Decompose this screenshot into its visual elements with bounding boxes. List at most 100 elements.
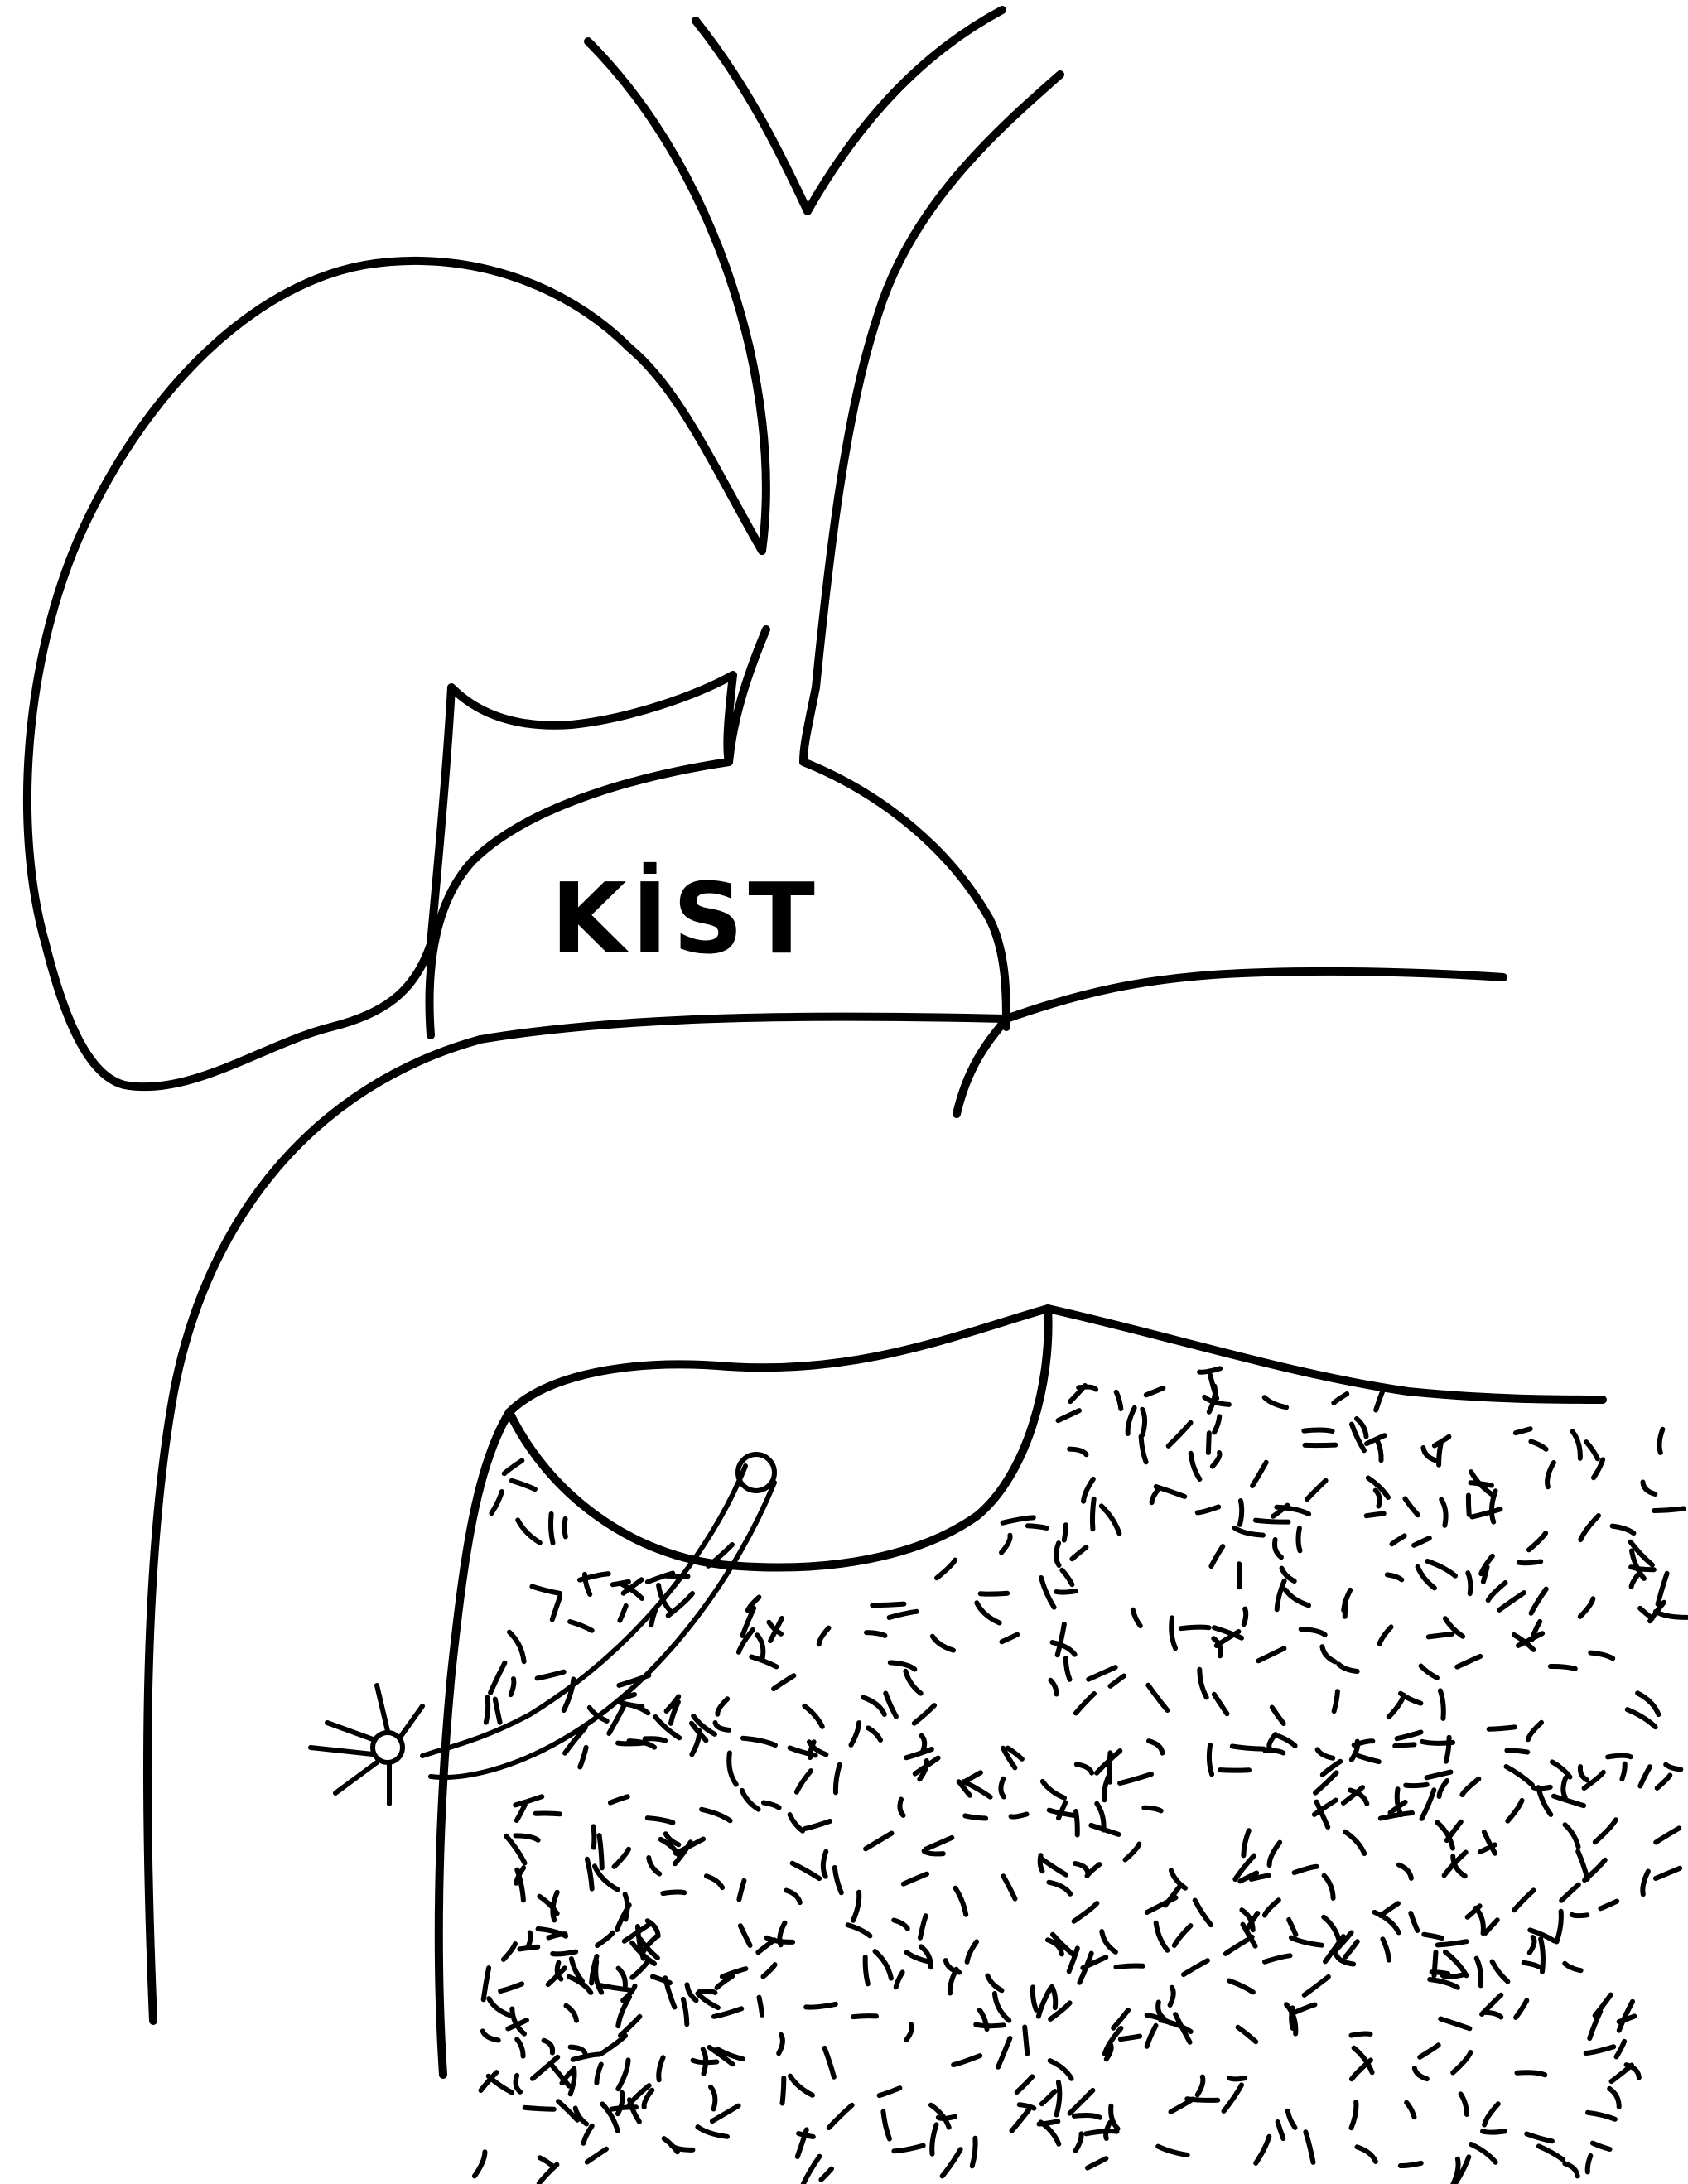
- hatch-stroke: [1040, 1855, 1043, 1871]
- hatch-stroke: [1461, 2094, 1467, 2114]
- hatch-stroke: [1088, 2158, 1106, 2167]
- hatch-stroke: [853, 2016, 876, 2017]
- hatch-stroke: [1003, 1876, 1015, 1898]
- hatch-stroke: [1285, 1590, 1309, 1606]
- hatch-stroke: [1220, 1770, 1249, 1771]
- hatch-stroke: [1148, 1685, 1167, 1710]
- hatch-stroke: [620, 2017, 639, 2036]
- hatch-stroke: [1531, 1442, 1546, 1449]
- hatch-stroke: [1418, 1567, 1435, 1589]
- hatch-stroke: [1109, 1753, 1110, 1781]
- hatch-stroke: [1658, 1574, 1667, 1604]
- hatch-stroke: [1288, 2111, 1295, 2128]
- hatch-stroke: [1211, 1546, 1223, 1566]
- hatch-stroke: [1593, 2143, 1610, 2149]
- hatch-stroke: [821, 2169, 832, 2180]
- hatch-stroke: [1352, 2034, 1371, 2036]
- hatch-stroke: [1056, 1543, 1059, 1565]
- hatch-stroke: [491, 1492, 502, 1513]
- hatch-stroke: [1484, 2104, 1498, 2124]
- hatch-stroke: [1588, 2156, 1591, 2172]
- hatch-stroke: [866, 1632, 885, 1636]
- hatch-stroke: [1600, 1902, 1617, 1909]
- hatch-stroke: [1526, 2134, 1552, 2142]
- hatch-stroke: [1059, 1410, 1080, 1420]
- hatch-stroke: [489, 1998, 510, 2016]
- hatch-stroke: [1266, 1751, 1284, 1753]
- hatch-stroke: [1381, 1813, 1412, 1819]
- hatch-stroke: [914, 1705, 934, 1724]
- hatch-stroke: [1049, 1883, 1070, 1894]
- hatch-stroke: [976, 2025, 1003, 2027]
- hatch-stroke: [1578, 1851, 1588, 1879]
- hatch-stroke: [484, 1968, 489, 1999]
- hatch-stroke: [1447, 1822, 1461, 1840]
- hatch-stroke: [896, 1972, 903, 1987]
- hatch-stroke: [1397, 1789, 1401, 1815]
- hatch-stroke: [757, 1635, 763, 1660]
- hatch-stroke: [1289, 1920, 1295, 1935]
- hatch-stroke: [1147, 2026, 1156, 2047]
- hatch-stroke: [1229, 1981, 1253, 1993]
- hatch-stroke: [1126, 1844, 1140, 1860]
- hatch-stroke: [866, 1834, 891, 1849]
- hatch-stroke: [1392, 1536, 1405, 1544]
- hatch-stroke: [1580, 1767, 1587, 1780]
- hatch-stroke: [1429, 1634, 1453, 1637]
- hatch-stroke: [565, 1519, 566, 1536]
- hatch-stroke: [790, 2076, 813, 2095]
- hatch-stroke: [1493, 1962, 1508, 1982]
- hatch-stroke: [1244, 1609, 1246, 1625]
- hatch-stroke: [1617, 2042, 1625, 2057]
- hatch-stroke: [711, 2087, 715, 2109]
- hatch-stroke: [1002, 1635, 1018, 1642]
- hatch-stroke: [1472, 1509, 1500, 1516]
- hatch-stroke: [1376, 1389, 1383, 1410]
- hatch-stroke: [1539, 2146, 1563, 2159]
- hatch-stroke: [1141, 1437, 1146, 1463]
- hatch-stroke: [1643, 1483, 1656, 1495]
- hatch-stroke: [920, 1916, 926, 1938]
- hatch-stroke: [1088, 1667, 1116, 1680]
- hatch-stroke: [1483, 2013, 1501, 2018]
- hatch-stroke: [528, 1933, 531, 1948]
- hatch-stroke: [1146, 1388, 1164, 1395]
- hatch-stroke: [1399, 1865, 1411, 1878]
- hatch-stroke: [1315, 1772, 1337, 1792]
- hatch-stroke: [1003, 1517, 1034, 1522]
- hatch-stroke: [1209, 1745, 1212, 1774]
- hatch-stroke: [1075, 1863, 1088, 1873]
- hatch-stroke: [500, 1984, 522, 1991]
- hatch-stroke: [1042, 1859, 1066, 1875]
- hatch-stroke: [1086, 2131, 1116, 2133]
- drain-fixation-suture: [311, 1685, 422, 1804]
- hatch-stroke: [1058, 1624, 1064, 1655]
- hatch-stroke: [1561, 1885, 1579, 1901]
- hatch-stroke: [1427, 1561, 1455, 1576]
- hatch-stroke: [1265, 1955, 1290, 1961]
- hatch-stroke: [1358, 2147, 1376, 2162]
- hatch-stroke: [1074, 2115, 1100, 2118]
- hatch-stroke: [1258, 1648, 1284, 1661]
- hatch-stroke: [702, 1810, 731, 1821]
- hatch-stroke: [1161, 2020, 1191, 2032]
- hatch-stroke: [1066, 1658, 1070, 1680]
- pancreas-left-wall: [439, 1412, 509, 2075]
- hatch-stroke: [1507, 1750, 1527, 1752]
- hatch-stroke: [615, 1849, 629, 1867]
- hatch-stroke: [972, 2138, 976, 2167]
- hatch-stroke: [1252, 1463, 1266, 1486]
- hatch-stroke: [866, 1957, 868, 1984]
- hatch-stroke: [517, 2039, 523, 2056]
- hatch-stroke: [655, 1717, 679, 1738]
- hatch-stroke: [1238, 2027, 1256, 2042]
- hatch-stroke: [1338, 1665, 1357, 1672]
- hatch-stroke: [539, 2165, 557, 2184]
- hatch-stroke: [1590, 1653, 1613, 1659]
- hatch-stroke: [1069, 1449, 1086, 1455]
- hatch-stroke: [587, 2149, 606, 2162]
- hatch-stroke: [612, 2107, 637, 2109]
- hatch-stroke: [594, 1826, 595, 1847]
- hatch-stroke: [1064, 1525, 1066, 1540]
- hatch-stroke: [583, 2126, 591, 2143]
